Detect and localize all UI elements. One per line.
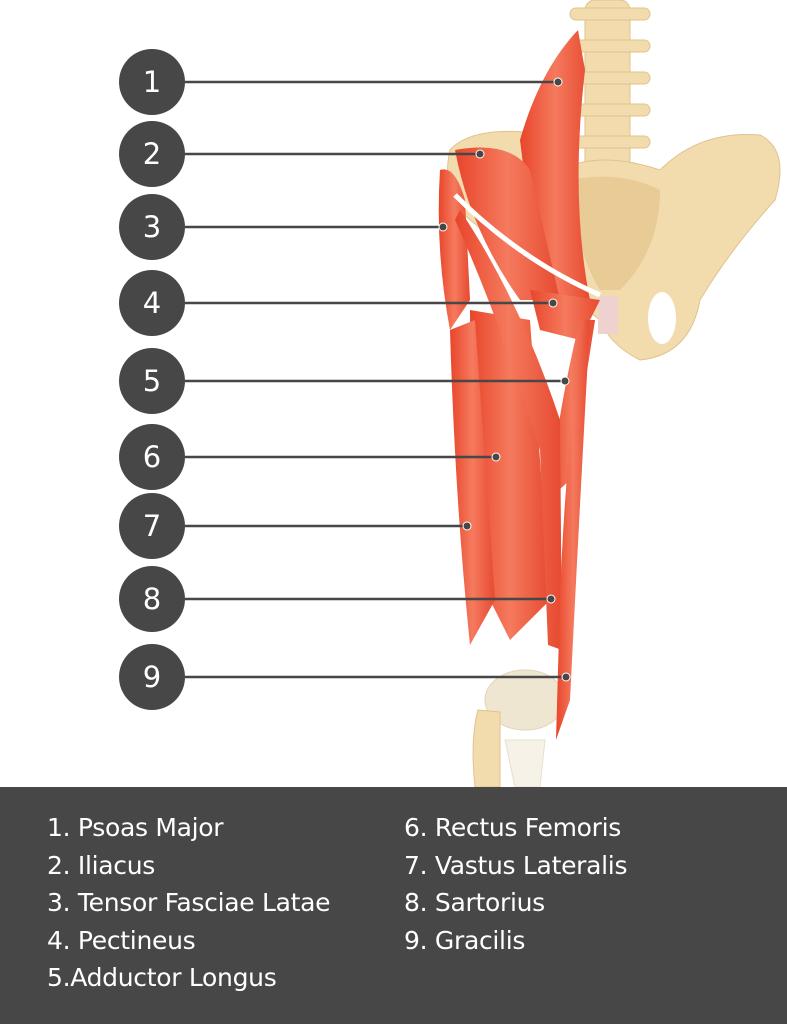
marker-6: 6 <box>119 424 185 490</box>
anatomy-illustration <box>185 0 781 787</box>
legend-item: 9. Gracilis <box>404 926 526 955</box>
marker-4: 4 <box>119 270 185 336</box>
marker-9: 9 <box>119 644 185 710</box>
legend-item: 3. Tensor Fasciae Latae <box>47 888 331 917</box>
legend-item: 8. Sartorius <box>404 888 545 917</box>
legend-item: 1. Psoas Major <box>47 813 224 842</box>
legend-item: 4. Pectineus <box>47 926 196 955</box>
leader-lines <box>185 77 571 682</box>
marker-7: 7 <box>119 493 185 559</box>
gracilis <box>556 320 590 740</box>
tensor-fasciae-latae <box>438 169 470 330</box>
legend: 1. Psoas Major 2. Iliacus 3. Tensor Fasc… <box>0 787 787 1024</box>
marker-5: 5 <box>119 348 185 414</box>
muscles <box>438 30 602 740</box>
marker-8: 8 <box>119 566 185 632</box>
sartorius <box>455 210 562 650</box>
vastus-lateralis <box>450 320 495 645</box>
marker-3: 3 <box>119 194 185 260</box>
marker-2: 2 <box>119 121 185 187</box>
legend-item: 2. Iliacus <box>47 851 155 880</box>
legend-item: 7. Vastus Lateralis <box>404 851 628 880</box>
legend-item: 6. Rectus Femoris <box>404 813 621 842</box>
marker-1: 1 <box>119 49 185 115</box>
legend-item: 5.Adductor Longus <box>47 963 277 992</box>
